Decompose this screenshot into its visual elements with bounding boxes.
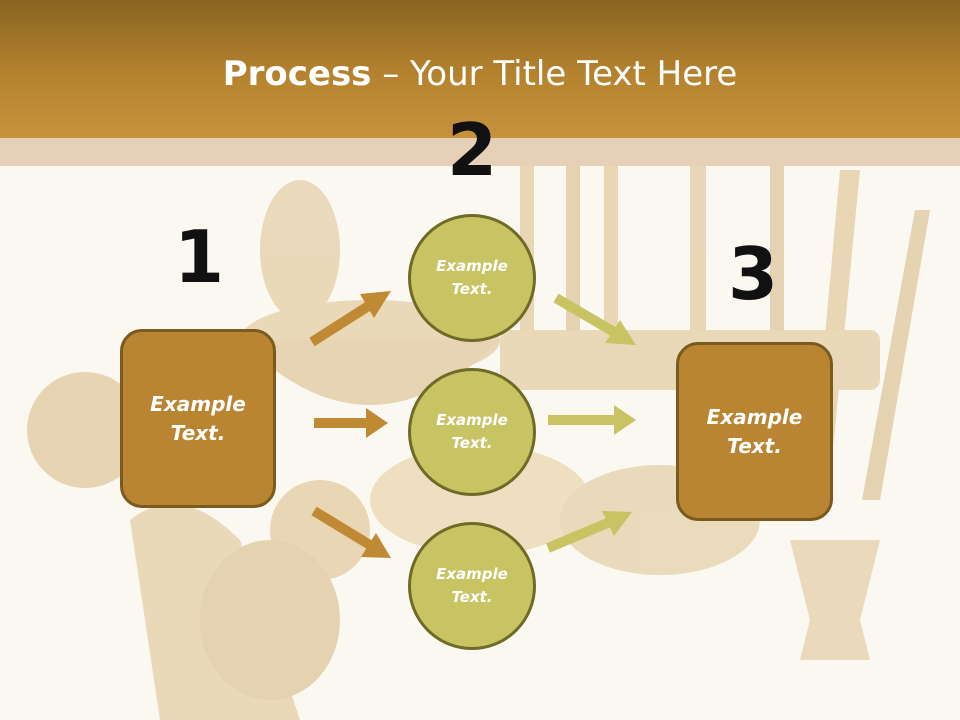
header-bar [0, 0, 960, 138]
header-band [0, 138, 960, 166]
step-number-3: 3 [727, 232, 779, 316]
slide-title: Process – Your Title Text Here [0, 52, 960, 96]
step-number-1: 1 [173, 215, 225, 299]
title-bold: Process [222, 54, 372, 94]
step-1-box: Example Text. [120, 329, 276, 508]
arrow-step1-top [309, 291, 391, 347]
arrow-step1-middle [314, 408, 388, 438]
step-2-circle-3-text: Example Text. [436, 565, 508, 606]
step-1-text: Example Text. [150, 391, 246, 445]
step-3-box: Example Text. [676, 342, 833, 521]
step-2-circle-2-text: Example Text. [436, 411, 508, 452]
step-2-circle-1-text: Example Text. [436, 257, 508, 298]
title-rest: – Your Title Text Here [371, 54, 738, 94]
arrow-step2-bottom [546, 511, 632, 553]
arrow-step1-bottom [311, 506, 391, 558]
arrow-step2-top [553, 293, 636, 345]
step-2-circle-2: Example Text. [408, 368, 536, 496]
step-number-2: 2 [446, 108, 498, 192]
step-2-circle-1: Example Text. [408, 214, 536, 342]
arrow-step2-middle [548, 405, 636, 435]
step-2-circle-3: Example Text. [408, 522, 536, 650]
step-3-text: Example Text. [706, 404, 803, 458]
